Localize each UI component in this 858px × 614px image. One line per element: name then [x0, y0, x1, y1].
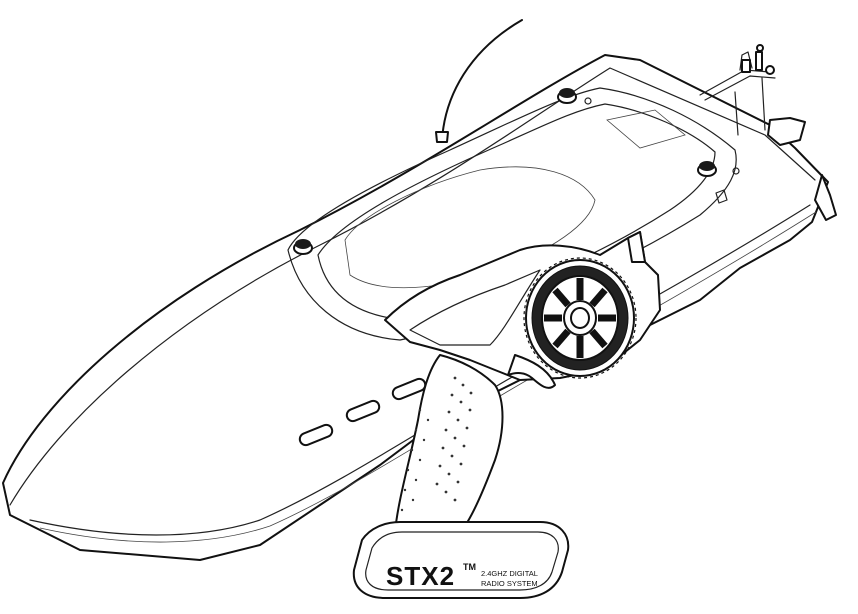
throttle-trigger[interactable] [507, 354, 556, 389]
deck-edge-line [9, 67, 816, 506]
deck-vent-rear [732, 167, 740, 175]
deck-vent [584, 97, 592, 105]
tagline-line-2: RADIO SYSTEM [481, 579, 538, 588]
transmitter-side-panel [409, 269, 541, 346]
canopy-latch-top [557, 88, 577, 104]
trim-tab [814, 174, 837, 221]
canopy-bubble [344, 166, 596, 289]
stern-hardware [699, 44, 837, 221]
antenna-mount [435, 131, 449, 143]
trademark-mark: TM [463, 562, 476, 572]
transmitter-base [352, 521, 570, 599]
antenna-wire [441, 19, 523, 141]
transmitter-fin [627, 231, 646, 263]
side-vent-1 [298, 423, 334, 447]
brand-logo: STX2 [386, 561, 455, 591]
canopy-latch-rear [697, 161, 717, 177]
side-vent-2 [345, 399, 381, 423]
radio-transmitter-illustration: STX2 TM 2.4GHZ DIGITAL RADIO SYSTEM [352, 231, 661, 599]
canopy-outline [287, 87, 737, 341]
transmitter-grip[interactable] [394, 354, 504, 533]
hatch-panel [606, 109, 686, 149]
tagline-line-1: 2.4GHZ DIGITAL [481, 569, 538, 578]
grip-texture [400, 376, 473, 512]
transmitter-base-inner [365, 531, 559, 591]
deck-fitting [715, 189, 728, 204]
side-vent-3 [391, 377, 427, 401]
canopy-latch-front [293, 239, 313, 255]
rudder [767, 117, 806, 146]
steering-wheel-icon[interactable] [523, 257, 637, 379]
